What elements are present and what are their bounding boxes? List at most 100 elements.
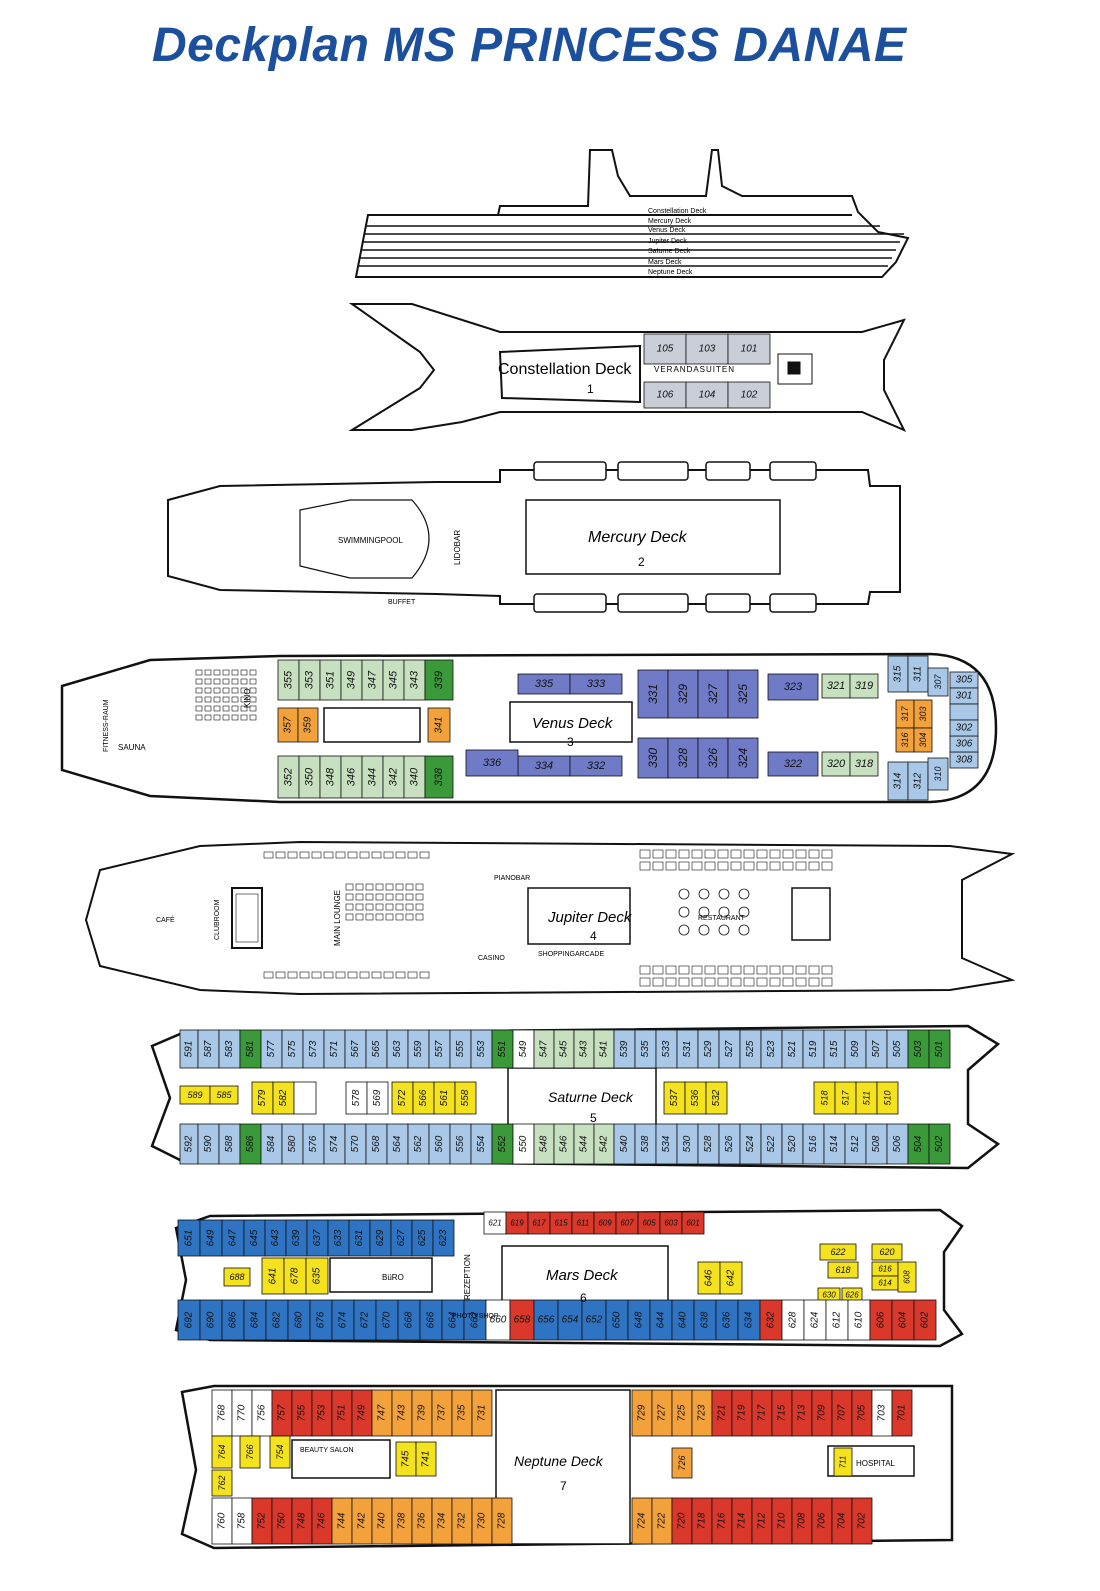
svg-text:647: 647 [228,1229,239,1246]
cabin-341: 341 [427,707,451,743]
cabin-662: 662 [463,1299,487,1341]
cabin-577: 577 [260,1029,283,1069]
svg-text:590: 590 [203,1135,214,1152]
cabin-750: 750 [271,1497,293,1545]
cabin-575: 575 [281,1029,304,1069]
svg-text:725: 725 [677,1404,688,1421]
cabin-535: 535 [634,1029,657,1069]
svg-text:333: 333 [587,678,606,690]
round-table [698,888,710,900]
cabin-576: 576 [302,1123,325,1165]
svg-text:505: 505 [892,1040,903,1057]
svg-text:542: 542 [599,1135,610,1152]
svg-text:523: 523 [766,1040,777,1057]
main-lounge-label: MAIN LOUNGE [333,890,342,946]
restaurant-table [639,977,651,987]
cabin-755: 755 [291,1389,313,1437]
cabin-718: 718 [691,1497,713,1545]
lounge-seat [311,851,322,859]
round-table [718,906,730,918]
cabin-562: 562 [407,1123,430,1165]
lounge-seat [335,851,346,859]
cinema-seat [231,696,239,703]
cabin-649: 649 [199,1219,223,1257]
svg-text:305: 305 [956,675,973,686]
mars-deck-number: 6 [580,1291,587,1305]
lounge-seat [405,883,414,891]
lounge-seat [395,903,404,911]
cabin-548: 548 [533,1123,555,1165]
cabin-514: 514 [823,1123,846,1165]
cabin-719: 719 [731,1389,753,1437]
beauty-salon-label: BEAUTY SALON [300,1447,354,1454]
round-table [698,924,710,936]
lounge-seat [347,971,358,979]
svg-text:521: 521 [787,1041,798,1058]
cabin-329: 329 [667,669,699,719]
cinema-seat [249,678,257,685]
cabin-520: 520 [781,1123,804,1165]
svg-text:580: 580 [287,1135,298,1152]
svg-text:535: 535 [640,1040,651,1057]
cabin-616: 616 [871,1261,899,1277]
cabin-350: 350 [298,755,321,799]
cabin-713: 713 [791,1389,813,1437]
svg-text:106: 106 [657,390,674,401]
restaurant-table [704,965,716,975]
svg-text:747: 747 [377,1404,388,1421]
svg-text:651: 651 [184,1230,195,1247]
restaurant-table [769,965,781,975]
round-table [738,888,750,900]
svg-text:636: 636 [722,1311,733,1328]
saturne-deck-name: Saturne Deck [548,1089,634,1105]
cabin-517: 517 [834,1081,857,1115]
svg-text:524: 524 [745,1135,756,1152]
cabin-527: 527 [718,1029,741,1069]
cabin-703: 703 [871,1389,893,1437]
cabin-550: 550 [512,1123,535,1165]
cabin-725: 725 [671,1389,693,1437]
svg-text:508: 508 [871,1135,882,1152]
round-table [678,906,690,918]
svg-text:764: 764 [217,1444,227,1459]
svg-text:559: 559 [413,1040,424,1057]
restaurant-table [691,977,703,987]
svg-text:592: 592 [184,1135,195,1152]
svg-text:557: 557 [434,1040,445,1057]
svg-text:536: 536 [690,1089,701,1106]
kino-label: KINO [243,688,252,708]
cabin-739: 739 [411,1389,433,1437]
round-table [738,924,750,936]
cabin-339: 339 [424,659,454,701]
cabin-702: 702 [851,1497,873,1545]
cinema-seat [240,669,248,676]
lifeboat [705,461,751,481]
lounge-seat [375,883,384,891]
svg-text:101: 101 [741,344,758,355]
svg-text:617: 617 [532,1219,546,1228]
svg-text:336: 336 [483,757,502,769]
svg-text:581: 581 [245,1041,256,1058]
svg-text:525: 525 [745,1040,756,1057]
lounge-seat [323,971,334,979]
cinema-seat [231,687,239,694]
cabin-742: 742 [351,1497,373,1545]
svg-text:670: 670 [382,1311,393,1328]
cinema-seat [249,705,257,712]
cabin-622: 622 [819,1243,857,1261]
svg-text:726: 726 [677,1455,687,1470]
svg-text:601: 601 [686,1219,699,1228]
cabin-758: 758 [231,1497,253,1545]
cabin-603: 603 [659,1211,683,1235]
profile-label: Constellation Deck [648,208,707,215]
lounge-seat [385,903,394,911]
cabin-680: 680 [287,1299,311,1341]
cinema-seat [249,696,257,703]
saturne-deck-number: 5 [590,1111,597,1125]
svg-text:319: 319 [855,680,873,692]
svg-text:315: 315 [893,665,904,682]
svg-text:329: 329 [676,684,690,704]
svg-text:569: 569 [372,1089,383,1106]
cinema-seat [213,705,221,712]
svg-text:321: 321 [827,680,845,692]
